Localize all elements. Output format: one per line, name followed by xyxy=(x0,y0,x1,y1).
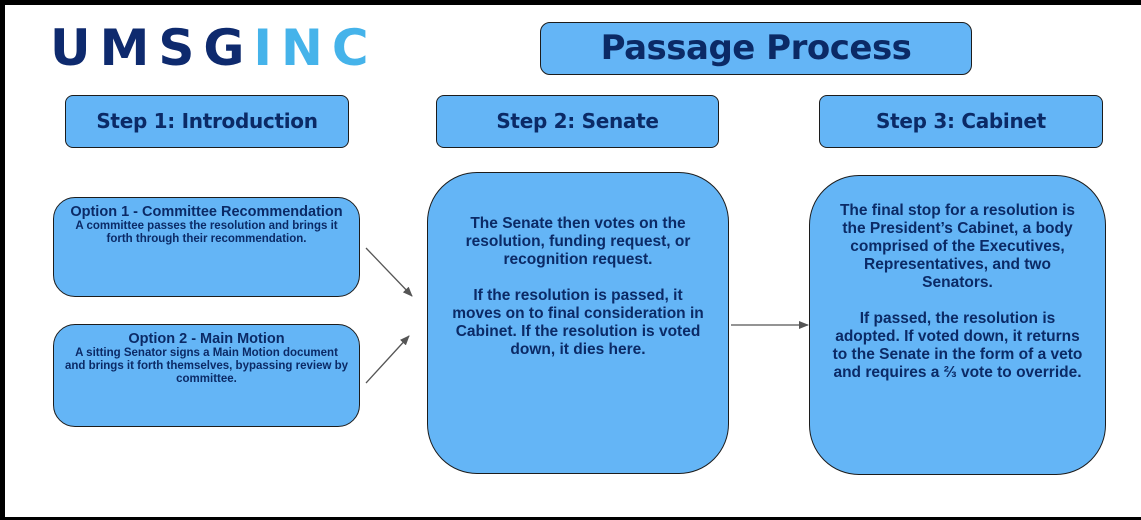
arrow-option2-to-senate xyxy=(365,335,410,384)
senate-box: The Senate then votes on the resolution,… xyxy=(427,172,729,474)
page-title: Passage Process xyxy=(540,22,972,75)
cabinet-text-2: If passed, the resolution is adopted. If… xyxy=(832,310,1083,381)
option-2-title: Option 2 - Main Motion xyxy=(128,331,285,347)
umsg-inc-logo: UMSGINC xyxy=(50,18,378,78)
cabinet-box: The final stop for a resolution is the P… xyxy=(809,175,1106,475)
step-1-introduction: Step 1: Introduction xyxy=(65,95,349,148)
option-1-title: Option 1 - Committee Recommendation xyxy=(70,204,343,220)
senate-text-2: If the resolution is passed, it moves on… xyxy=(452,287,704,358)
logo-inc: INC xyxy=(253,19,378,77)
step-2-senate: Step 2: Senate xyxy=(436,95,719,148)
arrow-option1-to-senate xyxy=(365,247,413,297)
logo-umsg: UMSG xyxy=(50,19,254,77)
option-1-text: A committee passes the resolution and br… xyxy=(75,220,338,245)
option-2-box: Option 2 - Main Motion A sitting Senator… xyxy=(53,324,360,427)
cabinet-text-1: The final stop for a resolution is the P… xyxy=(839,202,1076,291)
step-3-cabinet: Step 3: Cabinet xyxy=(819,95,1103,148)
option-1-box: Option 1 - Committee Recommendation A co… xyxy=(53,197,360,297)
option-2-text: A sitting Senator signs a Main Motion do… xyxy=(64,347,349,385)
senate-text-1: The Senate then votes on the resolution,… xyxy=(465,215,691,268)
